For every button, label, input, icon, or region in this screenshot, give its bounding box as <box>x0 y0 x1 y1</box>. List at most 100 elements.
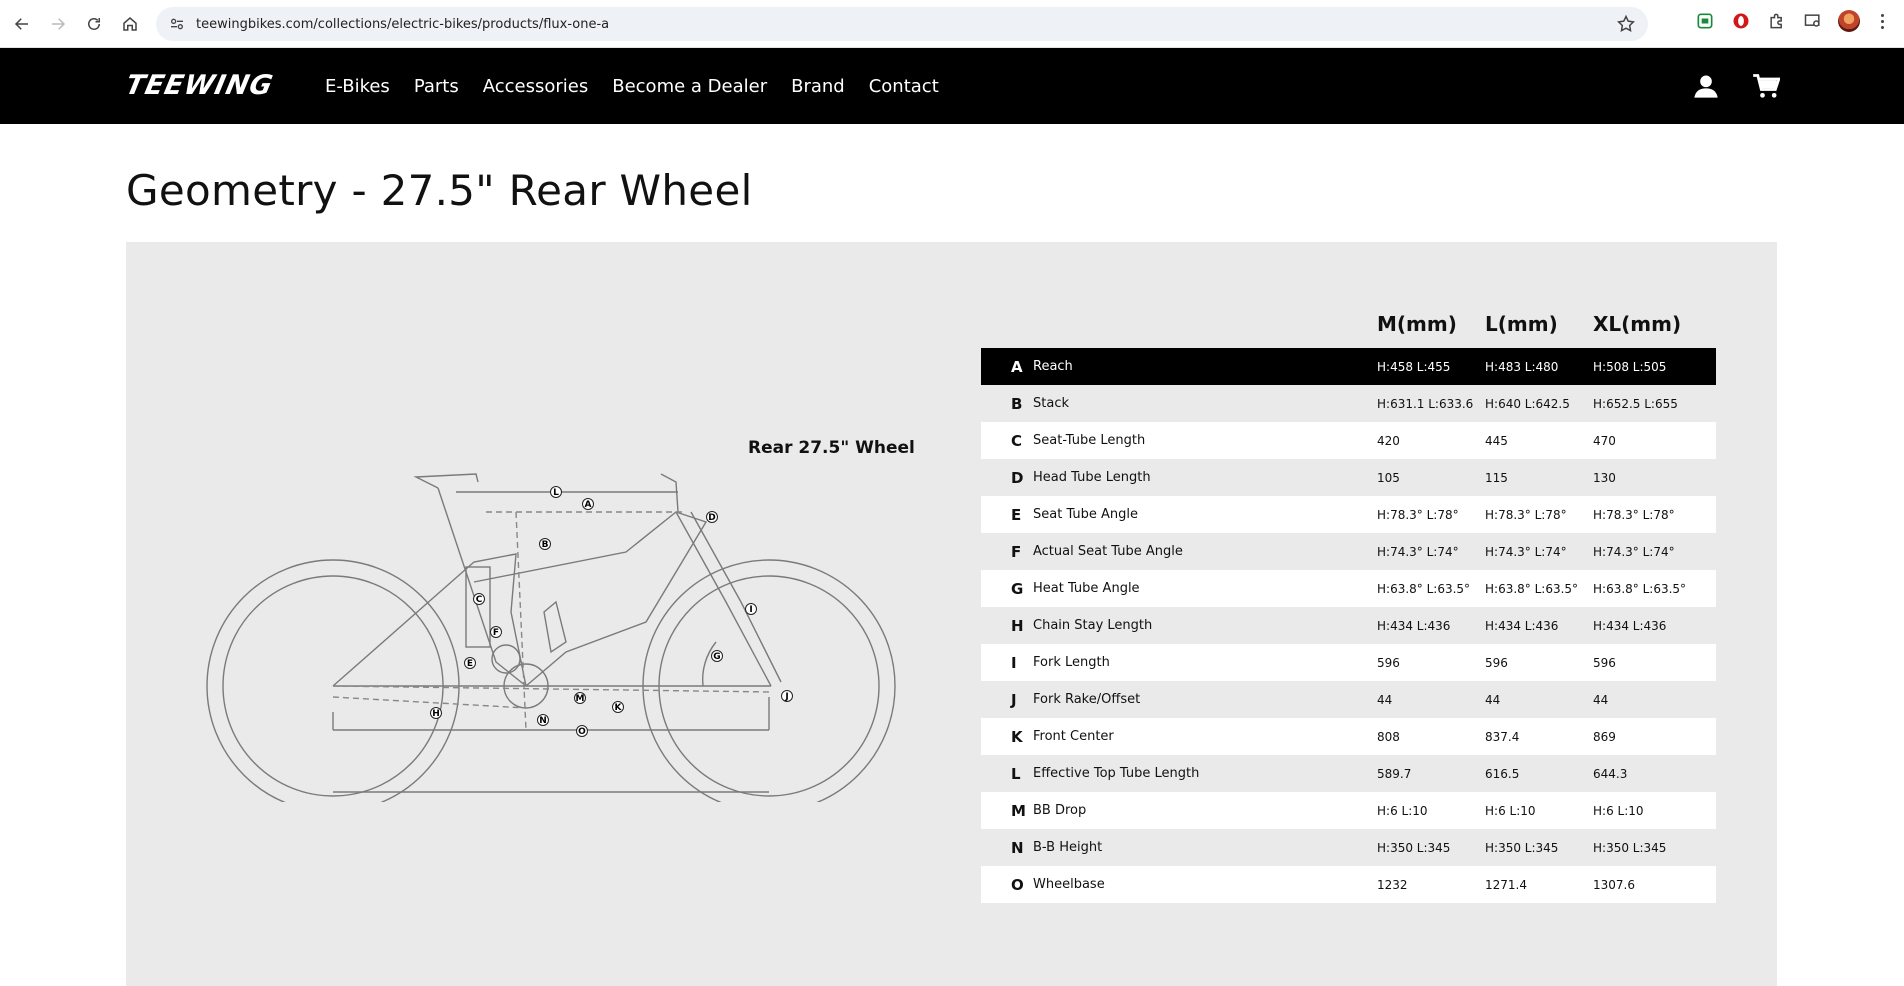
row-letter: E <box>1011 505 1022 524</box>
marker-l: L <box>550 486 562 498</box>
value-l: 445 <box>1485 433 1508 448</box>
value-xl: 130 <box>1593 470 1616 485</box>
back-icon[interactable] <box>8 10 36 38</box>
opera-extension-icon[interactable] <box>1730 10 1752 32</box>
row-label: BB Drop <box>1033 803 1087 818</box>
value-l: 44 <box>1485 692 1501 707</box>
row-label: Effective Top Tube Length <box>1033 766 1200 781</box>
geometry-panel: L A D B C F E I G H M K N O J Rear 27.5"… <box>126 242 1777 986</box>
row-letter: H <box>1011 616 1024 635</box>
home-icon[interactable] <box>116 10 144 38</box>
column-header-l: L(mm) <box>1485 312 1558 336</box>
value-l: 837.4 <box>1485 729 1520 744</box>
value-xl: 869 <box>1593 729 1616 744</box>
browser-toolbar: teewingbikes.com/collections/electric-bi… <box>0 0 1904 48</box>
nav-accessories[interactable]: Accessories <box>482 75 589 97</box>
value-xl: H:652.5 L:655 <box>1593 396 1678 411</box>
marker-o: O <box>576 725 588 737</box>
value-m: 105 <box>1377 470 1400 485</box>
value-m: H:6 L:10 <box>1377 803 1428 818</box>
nav-parts[interactable]: Parts <box>413 75 459 97</box>
value-l: H:434 L:436 <box>1485 618 1559 633</box>
value-m: 420 <box>1377 433 1400 448</box>
svg-text:N: N <box>539 716 547 726</box>
nav-brand[interactable]: Brand <box>791 75 845 97</box>
value-l: 596 <box>1485 655 1508 670</box>
marker-b: B <box>539 538 551 550</box>
svg-text:M: M <box>576 694 585 704</box>
marker-a: A <box>582 498 594 510</box>
row-label: Fork Length <box>1033 655 1110 670</box>
value-l: H:6 L:10 <box>1485 803 1536 818</box>
bookmark-star-icon[interactable] <box>1616 14 1636 34</box>
row-label: Wheelbase <box>1033 877 1105 892</box>
row-label: Chain Stay Length <box>1033 618 1153 633</box>
row-letter: L <box>1011 764 1021 783</box>
address-bar[interactable]: teewingbikes.com/collections/electric-bi… <box>156 7 1648 41</box>
row-label: Seat Tube Angle <box>1033 507 1139 522</box>
svg-text:L: L <box>553 488 559 498</box>
row-letter: M <box>1011 801 1026 820</box>
row-letter: K <box>1011 727 1023 746</box>
extensions-puzzle-icon[interactable] <box>1766 10 1788 32</box>
column-header-xl: XL(mm) <box>1593 312 1682 336</box>
nav-become-a-dealer[interactable]: Become a Dealer <box>612 75 768 97</box>
value-xl: 470 <box>1593 433 1616 448</box>
page-title: Geometry - 27.5" Rear Wheel <box>126 166 753 215</box>
row-label: Reach <box>1033 359 1073 374</box>
marker-d: D <box>706 511 718 523</box>
value-l: H:78.3° L:78° <box>1485 507 1567 522</box>
marker-j: J <box>781 690 793 702</box>
row-label: Fork Rake/Offset <box>1033 692 1141 707</box>
teewing-logo[interactable]: TEEWING <box>122 70 277 101</box>
svg-text:G: G <box>713 652 720 662</box>
svg-text:D: D <box>708 513 715 523</box>
marker-i: I <box>745 603 757 615</box>
forward-icon[interactable] <box>44 10 72 38</box>
cart-icon[interactable] <box>1752 72 1780 100</box>
nav-contact[interactable]: Contact <box>868 75 939 97</box>
extension-green-icon[interactable] <box>1694 10 1716 32</box>
browser-menu-icon[interactable] <box>1874 10 1890 32</box>
value-m: H:74.3° L:74° <box>1377 544 1459 559</box>
value-xl: 1307.6 <box>1593 877 1635 892</box>
value-l: H:640 L:642.5 <box>1485 396 1570 411</box>
row-label: Seat-Tube Length <box>1033 433 1146 448</box>
svg-text:A: A <box>585 500 592 510</box>
svg-text:E: E <box>467 659 473 669</box>
svg-text:B: B <box>542 540 549 550</box>
tab-search-icon[interactable] <box>1802 10 1824 32</box>
value-m: H:63.8° L:63.5° <box>1377 581 1471 596</box>
row-label: Head Tube Length <box>1033 470 1151 485</box>
svg-text:C: C <box>476 595 483 605</box>
url-text[interactable]: teewingbikes.com/collections/electric-bi… <box>196 16 610 32</box>
value-xl: H:74.3° L:74° <box>1593 544 1675 559</box>
account-icon[interactable] <box>1692 72 1720 100</box>
marker-h: H <box>430 707 442 719</box>
value-l: 1271.4 <box>1485 877 1527 892</box>
row-label: B-B Height <box>1033 840 1103 855</box>
site-settings-icon[interactable] <box>162 9 192 39</box>
value-xl: H:6 L:10 <box>1593 803 1644 818</box>
value-xl: 44 <box>1593 692 1609 707</box>
row-label: Heat Tube Angle <box>1033 581 1140 596</box>
profile-avatar[interactable] <box>1838 10 1860 32</box>
reload-icon[interactable] <box>80 10 108 38</box>
marker-c: C <box>473 593 485 605</box>
row-letter: O <box>1011 875 1024 894</box>
value-l: H:63.8° L:63.5° <box>1485 581 1579 596</box>
marker-k: K <box>612 701 624 713</box>
wheel-size-label: Rear 27.5" Wheel <box>748 438 915 458</box>
marker-e: E <box>464 657 476 669</box>
svg-text:F: F <box>493 628 499 638</box>
nav-e-bikes[interactable]: E-Bikes <box>325 75 390 97</box>
